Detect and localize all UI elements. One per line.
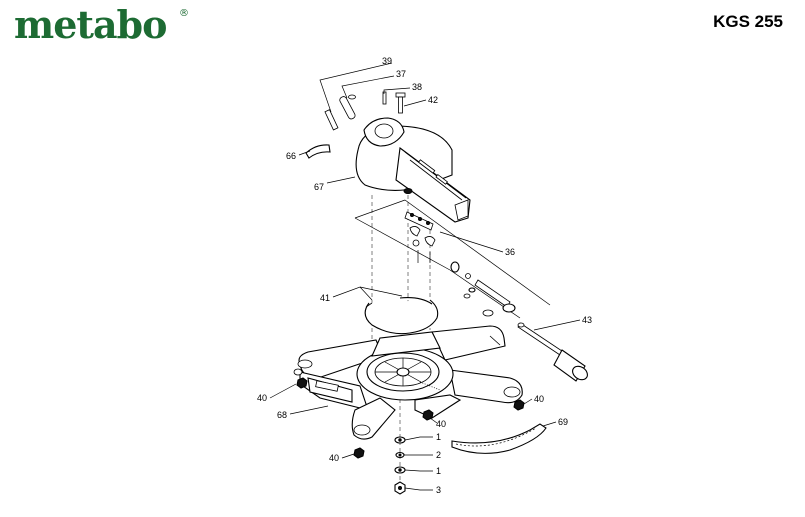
pin-38 (382, 91, 387, 105)
callout-40-center: 40 (436, 419, 446, 429)
base-68 (293, 325, 523, 440)
callout-68: 68 (277, 410, 287, 420)
callout-38: 38 (412, 82, 422, 92)
metabo-logo: metabo (14, 2, 167, 47)
callout-42: 42 (428, 95, 438, 105)
callout-69: 69 (558, 417, 568, 427)
callout-1-upper: 1 (436, 432, 441, 442)
bolt-42 (395, 92, 406, 114)
tube-37 (339, 94, 356, 120)
callout-1-lower: 1 (436, 466, 441, 476)
model-title: KGS 255 (713, 12, 783, 31)
fastener-group-36 (354, 199, 551, 319)
callout-39: 39 (382, 56, 392, 66)
foot-nuts-40 (296, 377, 525, 459)
callout-40-left: 40 (257, 393, 267, 403)
callout-43: 43 (582, 315, 592, 325)
curved-plate-69 (451, 423, 547, 454)
blade-guard-67 (355, 117, 471, 223)
callout-36: 36 (505, 247, 515, 257)
bracket-66 (305, 144, 331, 159)
leader-lines (269, 62, 581, 491)
callout-67: 67 (314, 182, 324, 192)
callout-labels: 39 37 38 42 66 67 36 41 43 40 68 40 40 6… (257, 56, 592, 495)
callout-37: 37 (396, 69, 406, 79)
registered-mark: ® (179, 8, 189, 19)
callout-3: 3 (436, 485, 441, 495)
pin-39 (324, 109, 339, 131)
ring-41 (364, 297, 439, 335)
callout-2: 2 (436, 450, 441, 460)
callout-40-bottom: 40 (329, 453, 339, 463)
callout-41: 41 (320, 293, 330, 303)
handle-pin-43 (517, 322, 588, 382)
callout-66: 66 (286, 151, 296, 161)
callout-40-right: 40 (534, 394, 544, 404)
